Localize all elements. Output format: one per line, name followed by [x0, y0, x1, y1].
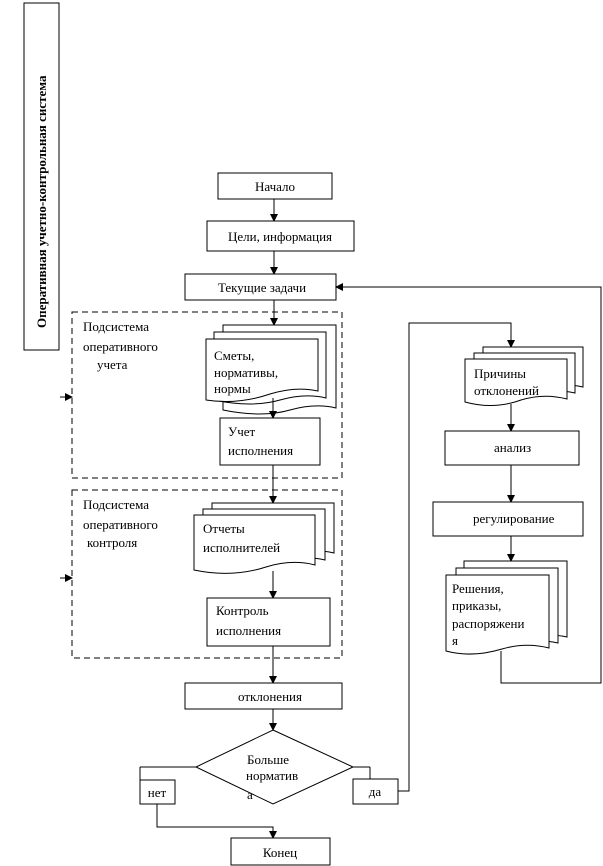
- svg-text:исполнения: исполнения: [216, 623, 281, 638]
- end-box: Конец: [230, 837, 331, 866]
- subsystem-control-label: Подсистема оперативного контроля: [83, 497, 158, 550]
- svg-text:Учет: Учет: [228, 424, 256, 439]
- feedback-loop-line: [335, 283, 602, 684]
- svg-text:исполнения: исполнения: [228, 443, 293, 458]
- svg-text:оперативного: оперативного: [83, 339, 158, 354]
- reports-document: Отчеты исполнителей: [193, 502, 335, 574]
- svg-text:Текущие задачи: Текущие задачи: [218, 280, 306, 295]
- svg-text:учета: учета: [97, 357, 128, 372]
- svg-text:нормы: нормы: [214, 381, 251, 396]
- decision-diamond: Больше норматив а: [194, 729, 355, 805]
- svg-text:Больше: Больше: [247, 752, 289, 767]
- start-box: Начало: [217, 172, 333, 200]
- svg-text:я: я: [452, 633, 458, 648]
- regulation-box: регулирование: [432, 501, 584, 537]
- svg-text:оперативного: оперативного: [83, 517, 158, 532]
- decisions-document: Решения, приказы, распоряжени я: [445, 560, 568, 655]
- goals-box: Цели, информация: [206, 220, 355, 252]
- svg-text:нет: нет: [148, 785, 167, 800]
- svg-text:Подсистема: Подсистема: [83, 319, 149, 334]
- side-title: Оперативная учетно-контрольная система: [34, 75, 49, 328]
- svg-text:Подсистема: Подсистема: [83, 497, 149, 512]
- svg-text:контроля: контроля: [87, 535, 137, 550]
- deviations-box: отклонения: [184, 682, 343, 710]
- svg-text:Цели, информация: Цели, информация: [228, 229, 332, 244]
- current-tasks-box: Текущие задачи: [184, 273, 337, 301]
- svg-text:Причины: Причины: [474, 366, 526, 381]
- analysis-box: анализ: [444, 430, 580, 466]
- svg-text:регулирование: регулирование: [473, 511, 555, 526]
- subsystem-accounting-label: Подсистема оперативного учета: [83, 319, 158, 372]
- svg-text:исполнителей: исполнителей: [203, 540, 280, 555]
- svg-text:приказы,: приказы,: [452, 598, 501, 613]
- control-exec-box: Контроль исполнения: [206, 597, 331, 647]
- causes-document: Причины отклонений: [464, 346, 584, 406]
- no-box: нет: [139, 779, 176, 805]
- svg-text:Конец: Конец: [263, 845, 297, 860]
- side-title-box: Оперативная учетно-контрольная система: [23, 2, 60, 351]
- svg-text:Начало: Начало: [255, 179, 295, 194]
- svg-text:Решения,: Решения,: [452, 581, 504, 596]
- line-no-end: [156, 804, 277, 839]
- svg-text:распоряжени: распоряжени: [452, 616, 525, 631]
- estimates-document: Сметы, нормативы, нормы: [205, 324, 337, 415]
- yes-box: да: [352, 778, 399, 805]
- svg-text:отклонений: отклонений: [474, 383, 539, 398]
- svg-text:а: а: [247, 787, 253, 802]
- svg-text:отклонения: отклонения: [238, 689, 302, 704]
- svg-text:Отчеты: Отчеты: [203, 521, 245, 536]
- line-yes-causes: [398, 322, 515, 792]
- accounting-exec-box: Учет исполнения: [219, 417, 321, 466]
- svg-text:норматив: норматив: [246, 768, 298, 783]
- svg-text:анализ: анализ: [494, 440, 531, 455]
- svg-text:Сметы,: Сметы,: [214, 348, 254, 363]
- svg-text:Контроль: Контроль: [216, 603, 269, 618]
- svg-text:да: да: [369, 784, 382, 799]
- svg-text:нормативы,: нормативы,: [214, 365, 278, 380]
- subsystem-accounting-frame: [71, 311, 343, 479]
